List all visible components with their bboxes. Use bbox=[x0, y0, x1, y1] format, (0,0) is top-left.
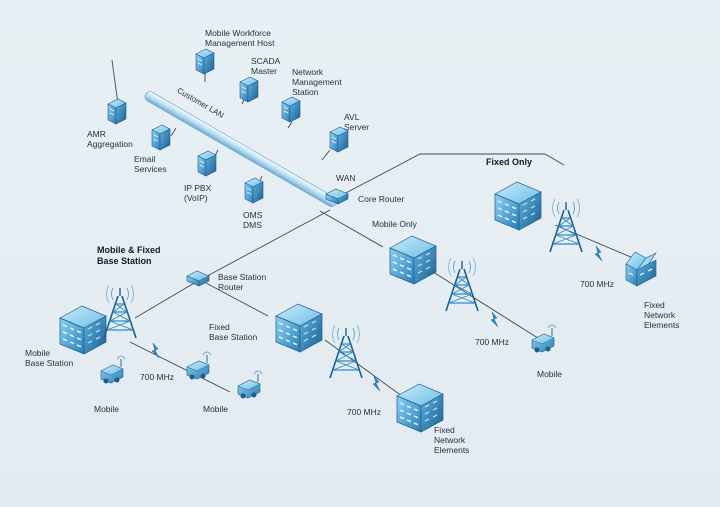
fixed-only-heading: Fixed Only bbox=[486, 157, 533, 167]
mobile-label-3: Mobile bbox=[537, 369, 563, 379]
mobile-vehicle-2-icon bbox=[186, 351, 212, 380]
link-core-to-bs-router bbox=[134, 209, 331, 319]
mobile-vehicle-4-icon bbox=[237, 370, 263, 399]
link-bs-router-to-fixed-bs bbox=[205, 282, 269, 317]
network-management-station-icon bbox=[281, 96, 301, 123]
email-services-icon bbox=[151, 124, 171, 151]
wan-label: WAN bbox=[336, 173, 356, 183]
ip-pbx-icon bbox=[197, 150, 217, 177]
ip-pbx-label: IP PBX (VoIP) bbox=[184, 183, 212, 203]
network-links bbox=[111, 59, 646, 403]
fixed-bs-signal-icon bbox=[372, 375, 381, 392]
mobile-vehicle-1-icon bbox=[100, 355, 126, 384]
oms-dms-icon bbox=[244, 177, 264, 204]
fixed-base-station-building-icon bbox=[275, 303, 323, 353]
mobile-fixed-base-station-heading: Mobile & Fixed Base Station bbox=[97, 245, 161, 266]
mobile-vehicle-3-icon bbox=[531, 324, 557, 353]
fixed-network-elements-label-2: Fixed Network Elements bbox=[434, 425, 470, 455]
core-router-label: Core Router bbox=[358, 194, 405, 204]
link-fixed-bs-chain bbox=[324, 339, 411, 403]
link-core-to-mobile-only bbox=[319, 210, 384, 248]
base-station-router-label: Base Station Router bbox=[218, 272, 267, 292]
network-management-station-label: Network Management Station bbox=[292, 67, 342, 97]
link-amr bbox=[111, 59, 119, 105]
link-mobile-only-chain bbox=[429, 269, 542, 341]
mobile-fixed-tower-icon bbox=[103, 284, 137, 339]
avl-server-label: AVL Server bbox=[344, 112, 370, 132]
amr-aggregation-label: AMR Aggregation bbox=[87, 129, 133, 149]
link-nms bbox=[287, 121, 293, 129]
frequency-label-4: 700 MHz bbox=[347, 407, 382, 417]
oms-dms-label: OMS DMS bbox=[243, 210, 263, 230]
fixed-only-tower-icon bbox=[549, 198, 583, 253]
email-services-label: Email Services bbox=[134, 154, 167, 174]
frequency-label-3: 700 MHz bbox=[140, 372, 175, 382]
fixed-bs-tower-icon bbox=[329, 324, 363, 379]
mobile-only-signal-icon bbox=[490, 311, 499, 328]
fixed-network-elements-label-1: Fixed Network Elements bbox=[644, 300, 680, 330]
fixed-only-building-icon bbox=[494, 181, 542, 231]
link-mobile-bs-chain bbox=[129, 341, 231, 393]
mobile-workforce-host-label: Mobile Workforce Management Host bbox=[205, 28, 275, 48]
mobile-label-2: Mobile bbox=[203, 404, 229, 414]
link-core-to-fixed-only bbox=[339, 153, 565, 197]
scada-master-icon bbox=[239, 76, 259, 103]
mobile-workforce-host-icon bbox=[195, 48, 215, 75]
frequency-label-1: 700 MHz bbox=[580, 279, 615, 289]
mobile-bs-signal-icon bbox=[151, 342, 160, 359]
amr-aggregation-icon bbox=[107, 98, 127, 125]
mobile-base-station-building-icon bbox=[59, 305, 107, 355]
mobile-only-tower-icon bbox=[445, 257, 479, 312]
mobile-only-label: Mobile Only bbox=[372, 219, 417, 229]
mobile-label-1: Mobile bbox=[94, 404, 120, 414]
link-avl bbox=[321, 149, 331, 161]
mobile-only-building-icon bbox=[389, 235, 437, 285]
fixed-only-signal-icon bbox=[594, 245, 603, 262]
scada-master-label: SCADA Master bbox=[251, 56, 281, 76]
frequency-label-2: 700 MHz bbox=[475, 337, 510, 347]
base-station-router-icon bbox=[186, 270, 210, 287]
link-email bbox=[170, 127, 177, 137]
mobile-base-station-label: Mobile Base Station bbox=[25, 348, 74, 368]
fixed-base-station-label: Fixed Base Station bbox=[209, 322, 258, 342]
customer-lan-backbone bbox=[144, 91, 337, 207]
